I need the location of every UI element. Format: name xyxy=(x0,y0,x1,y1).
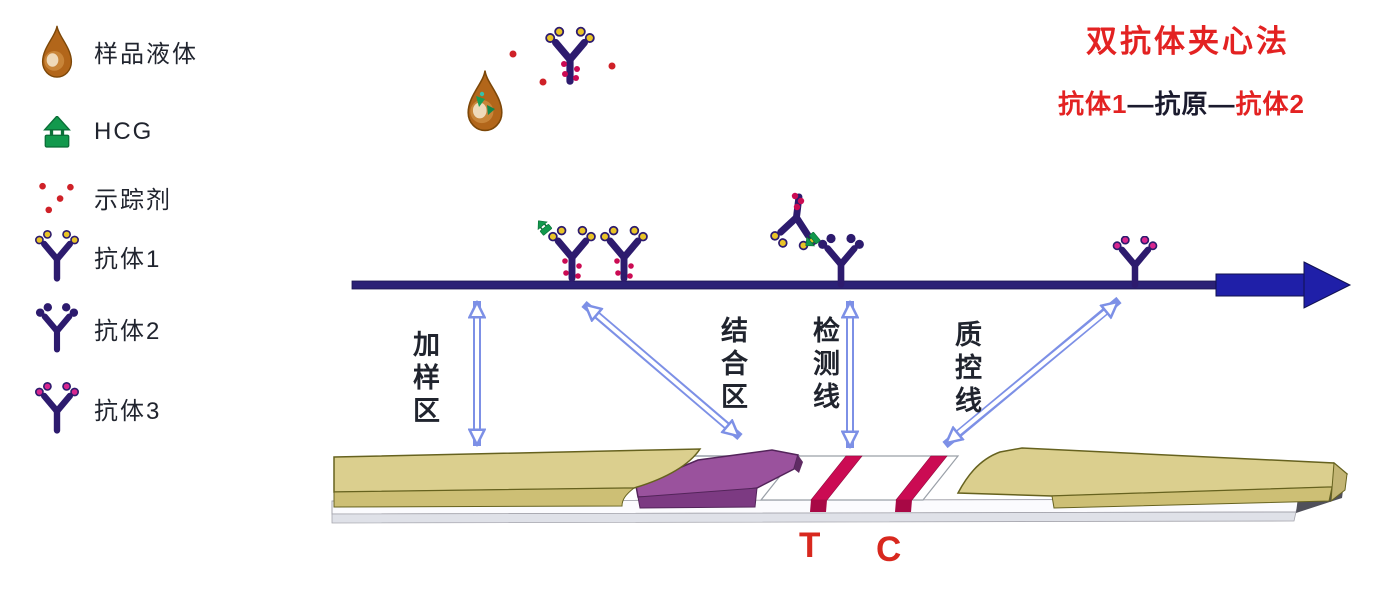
line-antibody3 xyxy=(1113,236,1156,284)
zone-label-control-line: 质控线 xyxy=(951,320,981,419)
hcg-icon xyxy=(20,115,94,149)
legend-label: 示踪剂 xyxy=(94,186,172,214)
legend-item-antibody3: 抗体3 xyxy=(20,380,161,436)
legend-item-hcg: HCG xyxy=(20,106,153,158)
zone-arrow-conjugate xyxy=(581,300,743,441)
sandwich-complex xyxy=(770,193,863,285)
subtitle-antibody2: 抗体2 xyxy=(1235,89,1305,119)
test-strip xyxy=(331,447,1349,524)
tracer-on-stem xyxy=(561,61,580,81)
subtitle-dash1: — xyxy=(1127,89,1155,119)
legend-item-sample: 样品液体 xyxy=(20,20,198,82)
test-line-letter: T xyxy=(799,526,821,565)
line-antibody1-with-hcg xyxy=(533,216,595,279)
zone-label-test-line: 检测线 xyxy=(809,316,839,415)
legend-item-antibody2: 抗体2 xyxy=(20,302,161,354)
tracer-icon xyxy=(20,181,94,214)
legend-label: 样品液体 xyxy=(94,40,198,68)
legend-label: 抗体2 xyxy=(94,317,162,345)
zone-label-conjugate: 结合区 xyxy=(717,316,747,415)
subtitle: 抗体1—抗原—抗体2 xyxy=(1058,84,1305,121)
control-line-letter: C xyxy=(876,530,902,569)
legend-label: HCG xyxy=(94,118,154,145)
conjugate-pad xyxy=(635,449,803,509)
legend-item-tracer: 示踪剂 xyxy=(20,178,172,216)
floating-antibody1 xyxy=(546,28,594,82)
antibody3-icon xyxy=(20,382,94,434)
flow-arrow xyxy=(1215,261,1352,309)
legend-label: 抗体3 xyxy=(94,397,162,425)
antibody2-icon xyxy=(20,303,94,353)
tracer-on-inverted-stem xyxy=(791,192,805,211)
test-line-band xyxy=(810,455,863,512)
legend-item-antibody1: 抗体1 xyxy=(20,228,161,284)
legend-label: 抗体1 xyxy=(94,245,162,273)
droplet-icon xyxy=(20,23,94,79)
sample-drop xyxy=(467,69,503,132)
absorbent-pad xyxy=(956,447,1349,509)
control-line-band xyxy=(895,455,948,512)
antibody1-icon xyxy=(20,230,94,282)
antibody2-on-line xyxy=(819,235,863,285)
zone-label-sample: 加样区 xyxy=(409,330,439,429)
strip-base-front xyxy=(331,511,1297,524)
line-antibody1 xyxy=(601,227,647,279)
subtitle-dash2: — xyxy=(1208,89,1236,119)
flow-line xyxy=(351,261,1352,309)
tracer-dots xyxy=(509,50,616,86)
subtitle-antigen: 抗原 xyxy=(1154,89,1209,119)
page-title: 双抗体夹心法 xyxy=(1086,24,1290,59)
subtitle-antibody1: 抗体1 xyxy=(1058,89,1128,119)
zone-arrow-control-line xyxy=(942,296,1122,449)
sample-pad xyxy=(333,448,702,508)
